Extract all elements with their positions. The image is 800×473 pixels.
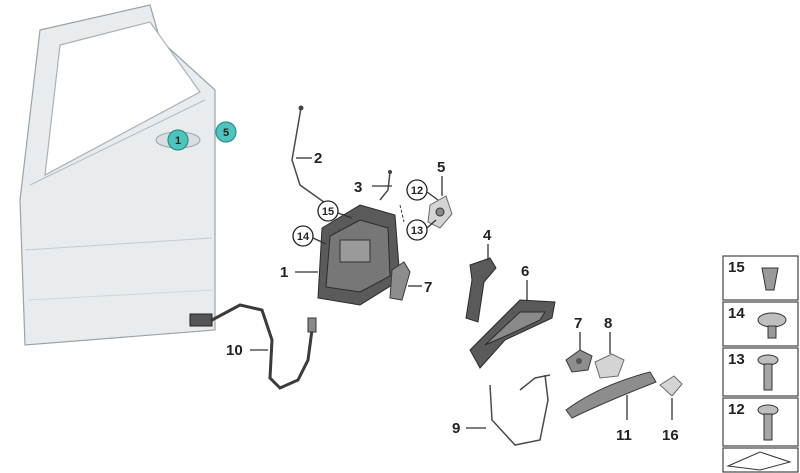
callout-8: 8	[604, 315, 612, 332]
fastener-box-13	[722, 347, 799, 397]
leader-14	[312, 237, 327, 245]
callout-3: 3	[354, 179, 362, 196]
part-7-bracket	[389, 261, 411, 301]
leader-12	[426, 191, 439, 201]
part-6-carrier	[469, 299, 556, 369]
part-9-cable	[489, 374, 551, 446]
screw-shank-12	[763, 413, 773, 441]
fastener-box-12	[722, 397, 799, 447]
callout-2: 2	[314, 150, 322, 167]
callout-7: 7	[424, 279, 432, 296]
part-8-cover	[594, 353, 625, 379]
fastener-label-15: 15	[728, 259, 745, 276]
callout-13-circle: 13	[406, 219, 428, 241]
fastener-label-12: 12	[728, 401, 745, 418]
callout-4: 4	[483, 227, 492, 244]
svg-text:15: 15	[322, 206, 334, 218]
svg-text:12: 12	[411, 185, 423, 197]
part-5-striker	[427, 195, 453, 229]
wedge-icon	[726, 451, 792, 471]
svg-text:5: 5	[223, 127, 229, 139]
leader-15	[337, 212, 353, 219]
leader-13	[426, 219, 437, 229]
svg-text:1: 1	[175, 135, 181, 147]
callout-1: 1	[280, 264, 288, 281]
svg-text:14: 14	[297, 231, 310, 243]
callout-12-circle: 12	[406, 179, 428, 201]
door-illustration	[19, 4, 216, 346]
callout-16: 16	[662, 427, 679, 444]
callout-7b: 7	[574, 315, 582, 332]
fastener-label-14: 14	[728, 305, 745, 322]
part-4-bracket	[465, 257, 497, 323]
door-badge-5: 5	[215, 121, 237, 143]
callout-10: 10	[226, 342, 243, 359]
callout-15-circle: 15	[317, 200, 339, 222]
part-1-lock	[317, 204, 401, 306]
callout-5: 5	[437, 159, 445, 176]
svg-text:13: 13	[411, 225, 423, 237]
part-11-handle	[565, 371, 657, 419]
side-panel-fasteners: 15 14 13 12	[722, 255, 799, 473]
callout-9: 9	[452, 420, 460, 437]
callout-6: 6	[521, 263, 529, 280]
part-7-cap	[565, 349, 593, 373]
clip-15	[761, 267, 779, 291]
door-badge-1: 1	[167, 129, 189, 151]
screw-shank-13	[763, 363, 773, 391]
fastener-box-15	[722, 255, 799, 301]
part-10-cable	[189, 303, 317, 390]
part-3-cable	[379, 170, 392, 201]
screw-shank-14	[767, 325, 777, 339]
part-2-rod	[291, 105, 336, 211]
fastener-label-13: 13	[728, 351, 745, 368]
part-16-cap	[659, 375, 683, 397]
callout-14-circle: 14	[292, 225, 314, 247]
callout-11: 11	[616, 427, 632, 444]
screw-head-14	[757, 312, 787, 328]
